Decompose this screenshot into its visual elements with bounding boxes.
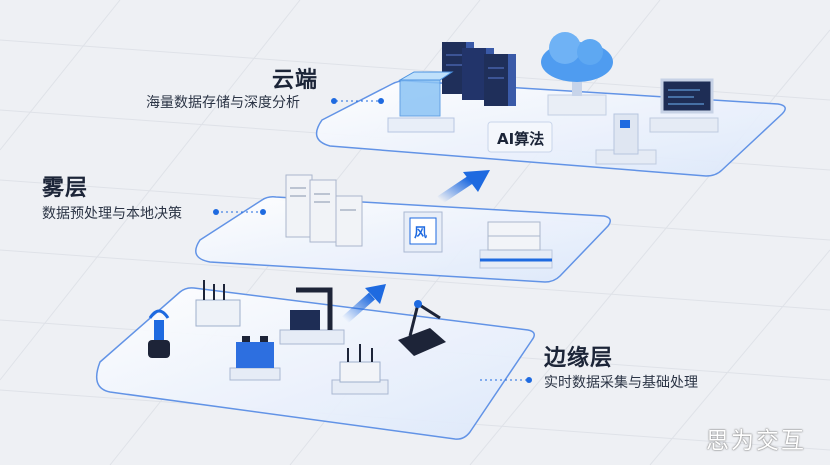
fog-layer-title: 雾层	[42, 176, 89, 201]
fog-server-icon	[285, 174, 363, 247]
monitor-icon	[649, 78, 719, 133]
robot-arm-icon	[279, 287, 345, 345]
fog-layer-subtitle: 数据预处理与本地决策	[42, 206, 182, 222]
gateway-device-icon	[595, 113, 657, 165]
fog-platform	[195, 196, 611, 283]
sensor-icon	[148, 309, 170, 358]
server-rack-icon	[442, 42, 516, 106]
edge-connector	[480, 377, 532, 383]
svg-text:风: 风	[414, 226, 427, 241]
cloud-layer-title: 云端	[272, 68, 319, 93]
battery-icon	[229, 336, 281, 381]
cloud-connector	[331, 98, 384, 104]
crane-machine-icon	[398, 300, 446, 356]
up-arrow-icon	[342, 284, 386, 324]
watermark: 思为交互	[706, 428, 806, 454]
ai-badge-box	[487, 121, 553, 153]
up-arrow-icon	[437, 170, 490, 204]
storage-box-icon	[479, 221, 553, 269]
edge-layer-subtitle: 实时数据采集与基础处理	[544, 375, 698, 391]
cloud-layer-subtitle: 海量数据存储与深度分析	[146, 95, 300, 111]
data-cube-icon	[387, 71, 455, 133]
display-terminal-icon: 风	[403, 211, 443, 253]
transformer-icon	[331, 344, 389, 395]
fog-connector	[213, 209, 266, 215]
ai-algorithm-label: AI算法	[497, 130, 545, 148]
cloud-icon	[541, 32, 613, 116]
router-icon	[195, 280, 241, 327]
edge-layer-title: 边缘层	[544, 346, 614, 371]
